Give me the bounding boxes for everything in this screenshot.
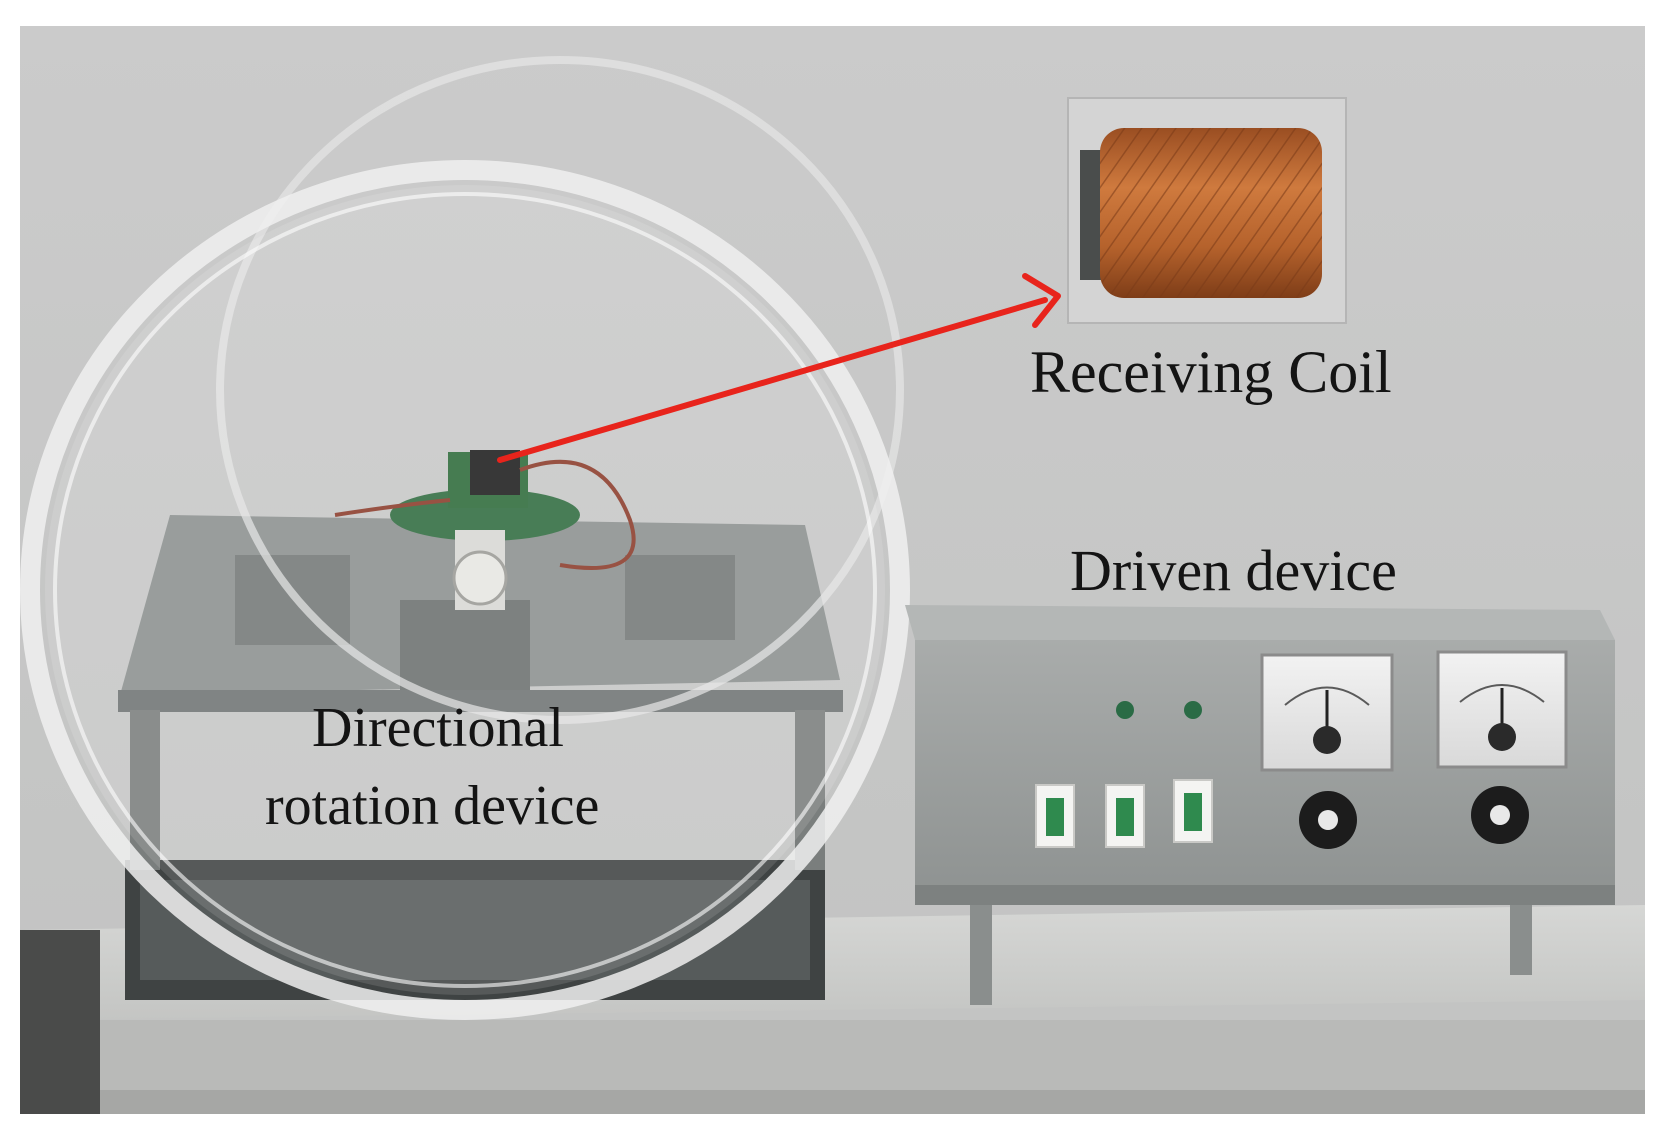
- platform-plate-right: [625, 555, 735, 640]
- indicator-led-1: [1116, 701, 1134, 719]
- acrylic-ring-back: [216, 56, 904, 724]
- switch-2[interactable]: [1105, 784, 1145, 848]
- acrylic-ring-glass: [45, 185, 885, 995]
- signal-wire: [519, 459, 636, 570]
- dark-floor-left: [20, 930, 100, 1114]
- receiving-coil-inset: [1067, 97, 1347, 324]
- rotation-device-label-line2: rotation device: [265, 775, 600, 837]
- driven-device-foot-left: [970, 905, 992, 1005]
- control-knob-left[interactable]: [1299, 791, 1357, 849]
- driven-device-top: [905, 605, 1615, 640]
- analog-meter-right: [1436, 650, 1568, 769]
- coil-winding-texture: [1100, 128, 1322, 298]
- driven-device-foot-right: [1510, 905, 1532, 975]
- table-shadow: [20, 1090, 1645, 1114]
- indicator-led-2: [1184, 701, 1202, 719]
- rotation-device-label-line1: Directional: [312, 697, 564, 759]
- driven-device-label: Driven device: [1070, 538, 1397, 603]
- signal-wire-left: [334, 498, 451, 517]
- platform-plate-mid: [400, 600, 530, 690]
- acrylic-ring-front: [20, 160, 910, 1020]
- acrylic-ring-inner: [53, 192, 877, 988]
- platform-leg-left: [130, 710, 160, 870]
- coil-mount-wheel: [452, 550, 508, 606]
- receiving-coil-label: Receiving Coil: [1030, 339, 1392, 405]
- driven-device-bottom-trim: [915, 885, 1615, 905]
- pointer-arrow: [497, 273, 1061, 463]
- switch-3[interactable]: [1173, 779, 1213, 843]
- analog-meter-left: [1260, 653, 1394, 772]
- switch-1[interactable]: [1035, 784, 1075, 848]
- control-knob-right[interactable]: [1471, 786, 1529, 844]
